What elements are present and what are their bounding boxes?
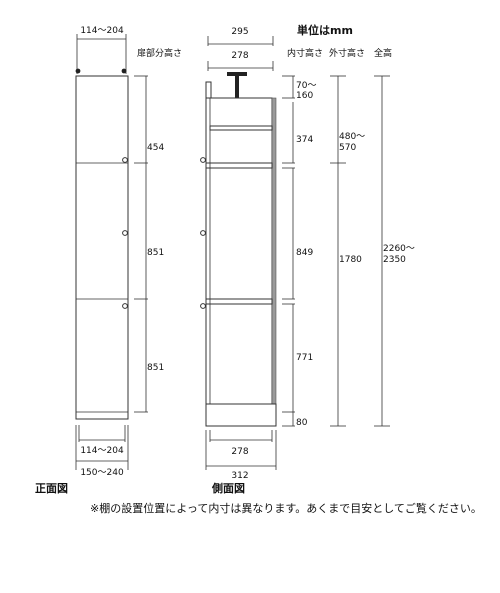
inner-height-5: 80 <box>296 418 308 428</box>
header-total-height: 全高 <box>374 47 392 59</box>
side-shelf-3 <box>205 298 273 305</box>
outer-height-2: 1780 <box>339 255 362 265</box>
side-base <box>205 403 277 427</box>
inner-height-1: 70～ 160 <box>296 81 319 101</box>
side-cabinet-body <box>205 97 273 413</box>
side-top-outer-depth: 295 <box>231 27 248 37</box>
door-height-1: 454 <box>147 143 164 153</box>
door-height-2: 851 <box>147 248 164 258</box>
adjuster-left-icon <box>75 68 81 74</box>
side-top-front-post <box>205 81 212 99</box>
front-bottom-inner-width: 114～204 <box>80 446 124 456</box>
front-view-label: 正面図 <box>35 481 68 495</box>
door-knob-1-icon <box>122 157 128 163</box>
side-view-label: 側面図 <box>211 481 245 495</box>
side-knob-2-icon <box>200 230 206 236</box>
side-knob-1-icon <box>200 157 206 163</box>
side-knob-3-icon <box>200 303 206 309</box>
door-height-3: 851 <box>147 363 164 373</box>
note-text: ※棚の設置位置によって内寸は異なります。あくまで目安としてご覧ください。 <box>90 501 482 515</box>
side-bottom-outer-depth: 312 <box>231 471 248 481</box>
inner-height-1-line-2: 160 <box>296 91 313 101</box>
outer-height-1-line-2: 570 <box>339 143 356 153</box>
front-top-width-label: 114～204 <box>80 26 124 36</box>
door-knob-3-icon <box>122 303 128 309</box>
header-inner-height: 内寸高さ <box>287 47 323 59</box>
total-height-line-1: 2260～ <box>383 244 415 254</box>
tension-rod-shaft-icon <box>235 76 239 98</box>
total-height: 2260～ 2350 <box>383 244 418 265</box>
front-view: 114～204 454 851 851 114～204 150～240 <box>35 26 164 495</box>
inner-height-1-line-1: 70～ <box>296 81 316 91</box>
total-height-line-2: 2350 <box>383 255 406 265</box>
side-top-inner-depth: 278 <box>231 51 248 61</box>
side-shelf-2 <box>205 162 273 169</box>
side-shelf-1 <box>209 125 273 131</box>
tension-rod-head-icon <box>227 72 247 76</box>
outer-height-1-line-1: 480～ <box>339 132 365 142</box>
front-bottom-outer-width: 150～240 <box>80 468 124 478</box>
door-knob-2-icon <box>122 230 128 236</box>
side-back-panel <box>271 97 277 427</box>
front-cabinet-body <box>75 75 129 420</box>
adjuster-right-icon <box>121 68 127 74</box>
side-view: 単位はmm 扉部分高さ 内寸高さ 外寸高さ 全高 295 278 <box>137 23 418 495</box>
inner-height-4: 771 <box>296 353 313 363</box>
inner-height-3: 849 <box>296 248 313 258</box>
side-bottom-inner-depth: 278 <box>231 447 248 457</box>
header-outer-height: 外寸高さ <box>329 47 365 59</box>
unit-label: 単位はmm <box>297 23 353 37</box>
header-door-height: 扉部分高さ <box>137 47 182 59</box>
inner-height-2: 374 <box>296 135 313 145</box>
outer-height-1: 480～ 570 <box>339 132 368 153</box>
